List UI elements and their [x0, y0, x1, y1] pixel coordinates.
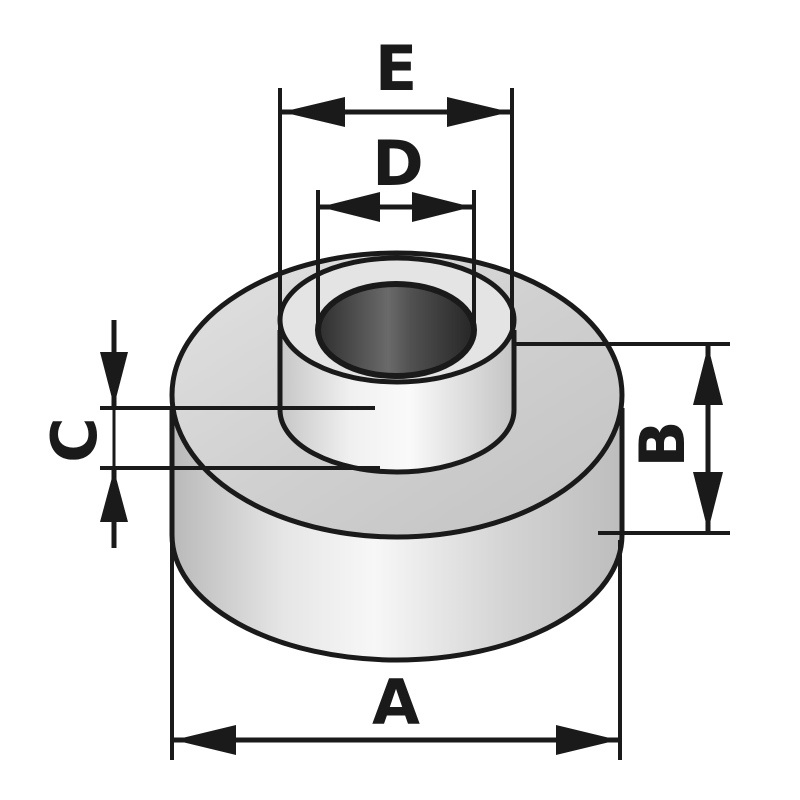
- dimension-e-arrow-left: [282, 97, 345, 127]
- dimension-b-arrow-bottom: [693, 472, 723, 531]
- dimension-d-label: D: [372, 127, 423, 200]
- dimension-c-arrow-bottom: [100, 470, 128, 522]
- dimension-e-arrow-right: [447, 97, 510, 127]
- dimension-b-label: B: [626, 420, 699, 467]
- dimension-e: [278, 88, 514, 330]
- body-side-outline: [169, 408, 625, 663]
- dimension-a-label: A: [372, 666, 420, 739]
- dimension-e-label: E: [375, 32, 417, 105]
- dimension-a: [170, 540, 622, 760]
- dimension-a-arrow-left: [174, 725, 236, 755]
- collar-side-outline: [277, 330, 517, 475]
- dimension-d: [316, 190, 476, 330]
- dimension-d-arrow-left: [320, 192, 380, 222]
- dimension-c: [100, 320, 380, 548]
- dimension-a-arrow-right: [556, 725, 618, 755]
- bushing-collar: [277, 255, 517, 475]
- bore-hole: [315, 281, 477, 379]
- dimension-d-arrow-right: [412, 192, 472, 222]
- dimension-c-arrow-top: [100, 352, 128, 406]
- dimension-c-label: C: [38, 417, 111, 463]
- dimension-b: [514, 342, 730, 535]
- dimension-b-arrow-top: [693, 346, 723, 405]
